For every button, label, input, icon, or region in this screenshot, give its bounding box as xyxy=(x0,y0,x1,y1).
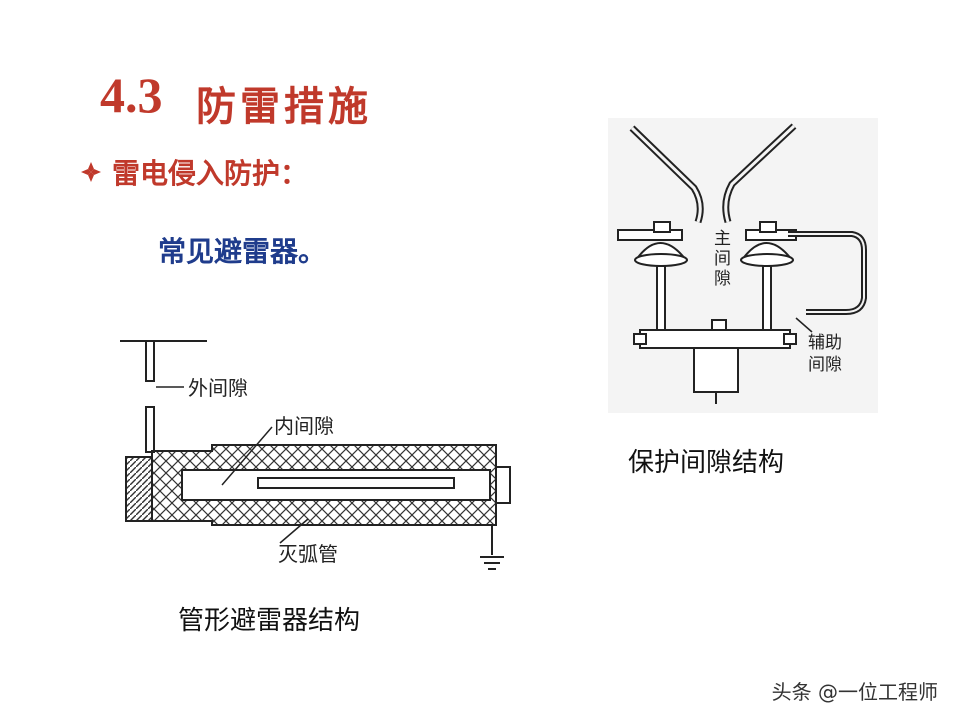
inner-gap-label: 内间隙 xyxy=(274,414,334,438)
bullet-text: 雷电侵入防护： xyxy=(112,157,309,190)
aux-gap-label-1: 辅助 xyxy=(808,333,842,353)
left-figure-caption: 管形避雷器结构 xyxy=(178,606,361,636)
protective-gap-diagram: 主 间 隙 辅助 间隙 xyxy=(608,118,878,413)
subtitle: 常见避雷器。 xyxy=(158,235,327,268)
right-figure-caption: 保护间隙结构 xyxy=(628,448,785,478)
section-number: 4.3 xyxy=(100,67,163,123)
aux-gap-label-2: 间隙 xyxy=(808,355,842,375)
main-gap-label-1: 主 xyxy=(714,229,731,249)
tube-arrester-diagram: 外间隙 内间隙 灭弧管 xyxy=(120,340,511,570)
arc-tube-label: 灭弧管 xyxy=(278,542,338,566)
section-title: 防雷措施 xyxy=(196,84,372,130)
watermark: 头条 @一位工程师 xyxy=(771,680,938,704)
bullet-item: 雷电侵入防护： xyxy=(80,152,308,192)
main-gap-label-3: 隙 xyxy=(714,269,731,289)
diamond-bullet-icon xyxy=(81,162,101,182)
main-gap-label-2: 间 xyxy=(714,249,731,269)
outer-gap-label: 外间隙 xyxy=(188,376,248,400)
